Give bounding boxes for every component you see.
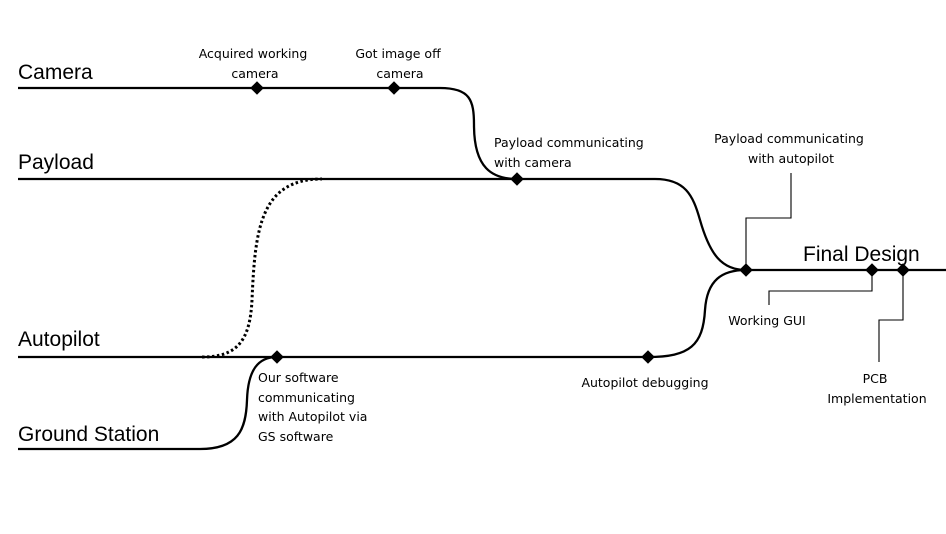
acquired-camera-marker <box>250 81 264 95</box>
caption-line: with camera <box>494 155 572 170</box>
caption-line: with Autopilot via <box>258 409 367 424</box>
ground-station-track-line <box>18 355 278 451</box>
ground-station-track-label: Ground Station <box>18 423 159 446</box>
caption-line: Got image off <box>355 46 441 61</box>
caption-line: Payload communicating <box>714 131 864 146</box>
caption-line: Our software <box>258 370 339 385</box>
image-off-camera-marker <box>387 81 401 95</box>
caption-line: camera <box>231 66 278 81</box>
caption-line: GS software <box>258 429 334 444</box>
autopilot-track-label: Autopilot <box>18 328 100 351</box>
caption-line: Working GUI <box>728 313 805 328</box>
working-gui-caption: Working GUI <box>728 313 805 328</box>
software-autopilot-marker <box>270 350 284 364</box>
autopilot-debugging-marker <box>641 350 655 364</box>
payload-camera-marker <box>510 172 524 186</box>
working-gui-marker <box>865 263 879 277</box>
acquired-camera-caption: Acquired working camera <box>199 46 312 81</box>
camera-track-line <box>18 86 518 181</box>
image-off-camera-caption: Got image off camera <box>355 46 444 81</box>
final-design-track-label: Final Design <box>803 243 920 266</box>
autopilot-debugging-caption: Autopilot debugging <box>581 375 708 390</box>
working-gui-leader <box>768 270 873 305</box>
caption-line: Payload communicating <box>494 135 644 150</box>
caption-line: camera <box>376 66 423 81</box>
payload-track-label: Payload <box>18 151 94 174</box>
caption-line: PCB <box>863 371 888 386</box>
camera-track-label: Camera <box>18 61 93 84</box>
caption-line: Autopilot debugging <box>581 375 708 390</box>
caption-line: communicating <box>258 390 355 405</box>
caption-line: with autopilot <box>748 151 834 166</box>
caption-line: Implementation <box>827 391 926 406</box>
payload-autopilot-leader <box>745 173 792 270</box>
pcb-leader <box>878 270 904 362</box>
pcb-caption: PCB Implementation <box>827 371 926 406</box>
payload-autopilot-caption: Payload communicating with autopilot <box>714 131 868 166</box>
milestone-markers <box>250 81 910 364</box>
pcb-marker <box>896 263 910 277</box>
payload-autopilot-dotted-link <box>201 177 323 359</box>
payload-track-line <box>18 177 747 272</box>
autopilot-track-line <box>18 268 747 359</box>
payload-camera-caption: Payload communicating with camera <box>494 135 648 170</box>
caption-line: Acquired working <box>199 46 308 61</box>
payload-autopilot-marker <box>739 263 753 277</box>
software-autopilot-caption: Our software communicating with Autopilo… <box>258 370 371 444</box>
